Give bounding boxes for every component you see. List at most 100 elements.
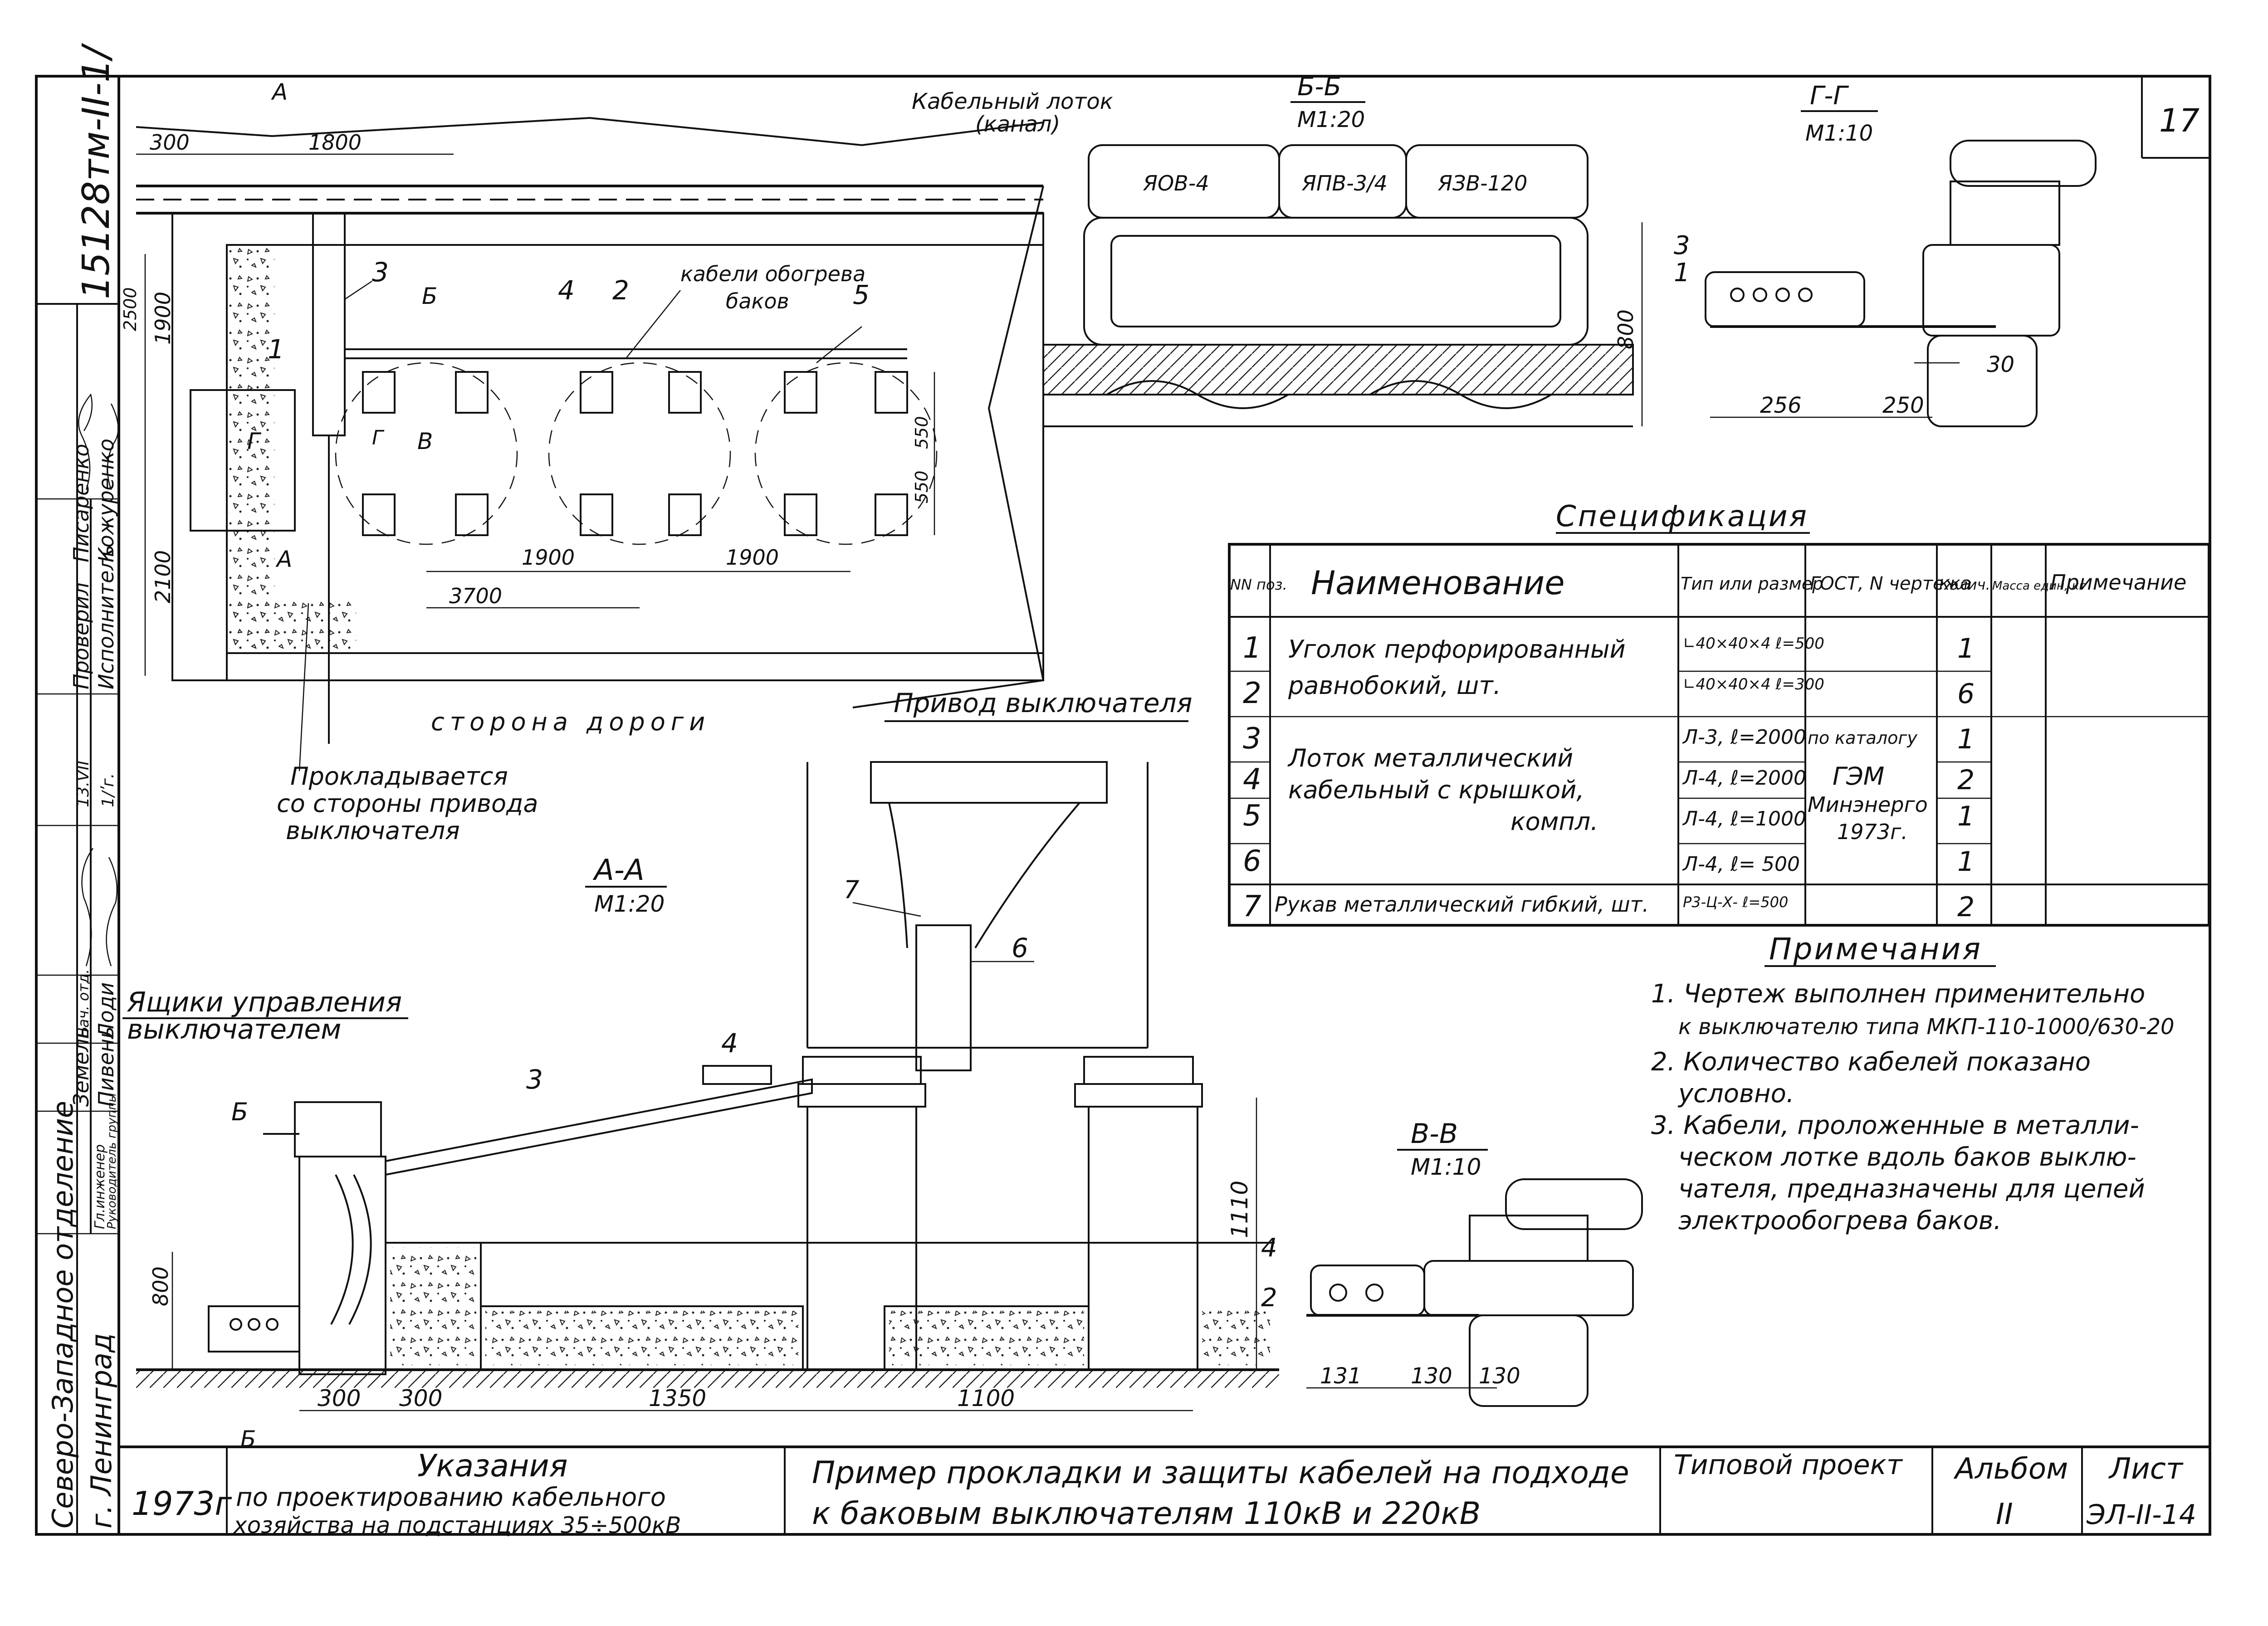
section-gg: Г-Г М1:10 3 1 256 250 30 (1674, 81, 2097, 427)
road-side-label: сторона дороги (431, 708, 710, 736)
section-scale: М1:10 (1805, 121, 1873, 146)
spec-name: компл. (1510, 807, 1598, 836)
callout: 4 (1261, 1233, 1277, 1263)
dimension: 800 (1613, 309, 1638, 349)
laid-from-label: Прокладывается (290, 762, 508, 791)
section-vv: В-В М1:10 4 2 131 130 130 (1261, 1118, 1643, 1407)
section-aa: А-А М1:20 Привод выключателя Ящики управ… (122, 688, 1279, 1452)
section-title: Г-Г (1810, 81, 1849, 111)
note-line: 1. Чертеж выполнен применительно (1651, 979, 2145, 1009)
dimension: 1800 (308, 130, 362, 155)
dimension: 130 (1411, 1363, 1452, 1389)
section-mark: Б (240, 1426, 256, 1452)
spec-qty: 1 (1957, 723, 1975, 755)
spec-type: Л-4, ℓ=2000 (1682, 767, 1806, 790)
dimension: 130 (1479, 1363, 1520, 1389)
signature-name: Пивень (94, 1026, 118, 1107)
spec-header: Масса един, кг (1992, 579, 2085, 593)
dimension: 131 (1320, 1363, 1362, 1389)
callout: 4 (721, 1028, 738, 1059)
section-mark: А (275, 546, 292, 572)
spec-type: Р3-Ц-Х- ℓ=500 (1683, 894, 1788, 911)
control-boxes-label: Ящики управления (127, 986, 402, 1018)
table-row: 6 компл. Л-4, ℓ= 500 1973г. 1 (1243, 807, 1975, 878)
tray-label: Кабельный лоток (912, 89, 1113, 114)
spec-gost: по каталогу (1808, 728, 1917, 748)
laid-from-label: выключателя (286, 816, 460, 845)
spec-qty: 1 (1957, 633, 1975, 664)
callout: 3 (526, 1064, 543, 1095)
signature-name: Лоди (94, 982, 118, 1040)
heating-cables-label: кабели обогрева (680, 262, 865, 286)
spec-pos: 5 (1243, 799, 1261, 833)
table-row: 5 кабельный с крышкой, Л-4, ℓ=1000 Минэн… (1243, 776, 1975, 833)
box-label: ЯОВ-4 (1143, 171, 1209, 195)
table-row: 4 Лоток металлический Л-4, ℓ=2000 ГЭМ 2 (1243, 744, 1975, 796)
callout: 1 (1674, 258, 1690, 288)
box-label: ЯПВ-3/4 (1301, 171, 1388, 195)
spec-type: ∟40×40×4 ℓ=500 (1683, 635, 1824, 653)
dimension: 250 (1882, 393, 1924, 418)
box-label: ЯЗВ-120 (1437, 171, 1527, 195)
spec-type: ∟40×40×4 ℓ=300 (1683, 675, 1824, 693)
dimension: 30 (1987, 352, 2014, 377)
section-mark: Б (422, 283, 437, 309)
dimension: 1900 (522, 545, 575, 570)
drawing-title: Пример прокладки и защиты кабелей на под… (812, 1455, 1629, 1491)
dimension: 256 (1760, 393, 1802, 418)
section-title: В-В (1411, 1118, 1458, 1150)
dimension: 1100 (957, 1385, 1015, 1411)
table-row: 7 Рукав металлический гибкий, шт. Р3-Ц-Х… (1243, 890, 1975, 923)
section-mark: Б (231, 1098, 248, 1126)
note-line: ческом лотке вдоль баков выклю- (1678, 1143, 2136, 1172)
drive-label: Привод выключателя (894, 688, 1192, 718)
dimension: 300 (399, 1385, 442, 1411)
note-line: условно. (1677, 1079, 1794, 1108)
guide-subtitle: хозяйства на подстанциях 35÷500кВ (233, 1512, 681, 1538)
spec-name: кабельный с крышкой, (1288, 776, 1584, 804)
note-line: чателя, предназначены для цепей (1678, 1174, 2145, 1204)
callout: 1 (268, 334, 284, 365)
spec-title: Спецификация (1556, 500, 1809, 533)
spec-pos: 6 (1243, 845, 1261, 878)
year-label: 1973г (132, 1484, 232, 1523)
drawing-title: к баковым выключателям 110кВ и 220кВ (812, 1496, 1481, 1532)
dimension: 3700 (449, 584, 502, 608)
spec-type: Л-4, ℓ= 500 (1682, 853, 1800, 876)
spec-qty: 2 (1957, 764, 1975, 796)
spec-pos: 2 (1243, 677, 1261, 710)
guide-title: Указания (417, 1448, 568, 1484)
spec-type: Л-3, ℓ=2000 (1682, 726, 1806, 749)
section-bb: Б-Б М1:20 ЯОВ-4 ЯПВ-3/4 ЯЗВ-120 800 (1042, 72, 1643, 427)
note-line: 3. Кабели, проложенные в металли- (1651, 1111, 2139, 1140)
callout: 2 (612, 275, 629, 306)
signature-role: Нач. отд. (75, 969, 92, 1039)
laid-from-label: со стороны привода (277, 789, 538, 818)
spec-qty: 1 (1957, 801, 1975, 832)
dimension: 1900 (726, 545, 779, 570)
spec-gost: 1973г. (1837, 820, 1908, 844)
section-mark: Г (247, 428, 262, 454)
spec-header: ГОСТ, N чертежа (1810, 573, 1971, 594)
tray-label: (канал) (975, 112, 1060, 137)
album-value: II (1996, 1498, 2013, 1531)
dimension: 2100 (151, 550, 175, 603)
spec-type: Л-4, ℓ=1000 (1682, 807, 1806, 830)
spec-gost: ГЭМ (1833, 762, 1884, 791)
org-line1: Северо-Западное отделение (46, 1101, 79, 1528)
callout: 7 (844, 875, 859, 904)
spec-name: Лоток металлический (1287, 744, 1573, 772)
note-line: к выключателю типа МКП-110-1000/630-20 (1678, 1014, 2175, 1040)
notes-block: Примечания 1. Чертеж выполнен применител… (1651, 932, 2175, 1235)
spec-qty: 1 (1957, 846, 1975, 878)
note-line: электрообогрева баков. (1678, 1206, 2002, 1235)
callout: 3 (1674, 231, 1690, 260)
signature-role: Проверил (69, 582, 93, 689)
table-row: 3 Л-3, ℓ=2000 по каталогу 1 (1243, 722, 1975, 756)
album-label: Альбом (1953, 1452, 2068, 1486)
plan-view: Кабельный лоток (канал) кабели обогрева … (120, 79, 1113, 845)
section-scale: М1:20 (1297, 107, 1365, 132)
spec-header: Примечание (2050, 570, 2186, 595)
dimension: 550 (912, 416, 932, 449)
